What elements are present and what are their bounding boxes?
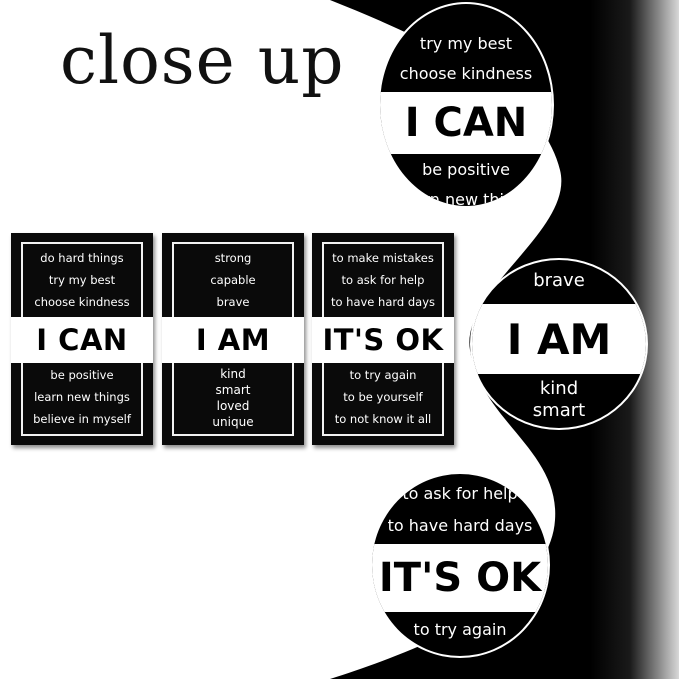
poster-top-lines: strong capable brave	[162, 247, 304, 313]
poster-line: try my best	[48, 273, 116, 287]
closeup-headline: I AM	[506, 314, 612, 364]
poster-i-can: do hard things try my best choose kindne…	[11, 233, 153, 445]
poster-line: to not know it all	[334, 412, 432, 426]
closeup-headline: I CAN	[404, 100, 528, 146]
closeup-line: smart	[532, 400, 586, 421]
poster-line: to have hard days	[330, 295, 436, 309]
poster-line: learn new things	[34, 390, 130, 404]
closeup-line: choose kindness	[399, 64, 533, 83]
closeup-circle-i-am: brave I AM kind smart	[470, 258, 648, 430]
poster-line: to try again	[349, 368, 417, 382]
poster-headline-band: I AM	[162, 317, 304, 363]
poster-line: be positive	[50, 368, 114, 382]
poster-headline: IT'S OK	[322, 323, 444, 357]
closeup-line: try my best	[419, 34, 513, 53]
closeup-headline-band: I AM	[472, 304, 646, 374]
poster-line: kind	[220, 367, 246, 381]
closeup-line: brave	[533, 270, 585, 291]
poster-bottom-lines: kind smart loved unique	[162, 366, 304, 430]
poster-top-lines: do hard things try my best choose kindne…	[11, 247, 153, 313]
poster-line: choose kindness	[34, 295, 130, 309]
poster-line: strong	[214, 251, 252, 265]
poster-line: loved	[216, 399, 250, 413]
closeup-line: learn new things	[399, 190, 533, 208]
poster-line: unique	[212, 415, 254, 429]
poster-line: to be yourself	[343, 390, 423, 404]
poster-line: do hard things	[40, 251, 124, 265]
closeup-line: kind	[539, 378, 579, 399]
closeup-line: to try again	[413, 620, 507, 639]
poster-headline: I AM	[195, 323, 271, 357]
poster-line: believe in myself	[33, 412, 131, 426]
closeup-circle-its-ok: to ask for help to have hard days IT'S O…	[370, 472, 550, 658]
closeup-line: to have hard days	[387, 516, 533, 535]
closeup-line: to ask for help	[402, 484, 518, 503]
closeup-line: be positive	[422, 160, 510, 179]
closeup-headline: IT'S OK	[378, 555, 542, 601]
poster-line: to ask for help	[341, 273, 425, 287]
poster-headline-band: I CAN	[11, 317, 153, 363]
closeup-headline-band: IT'S OK	[372, 544, 548, 612]
poster-line: brave	[216, 295, 250, 309]
poster-i-am: strong capable brave I AM kind smart lov…	[162, 233, 304, 445]
closeup-circle-i-can: try my best choose kindness I CAN be pos…	[378, 2, 554, 208]
poster-bottom-lines: to try again to be yourself to not know …	[312, 364, 454, 430]
poster-top-lines: to make mistakes to ask for help to have…	[312, 247, 454, 313]
poster-line: to make mistakes	[332, 251, 434, 265]
poster-its-ok: to make mistakes to ask for help to have…	[312, 233, 454, 445]
poster-bottom-lines: be positive learn new things believe in …	[11, 364, 153, 430]
poster-headline: I CAN	[36, 323, 128, 357]
poster-line: smart	[215, 383, 251, 397]
closeup-headline-band: I CAN	[380, 92, 552, 154]
poster-headline-band: IT'S OK	[312, 317, 454, 363]
page-title: close up	[60, 22, 345, 99]
poster-line: capable	[210, 273, 256, 287]
